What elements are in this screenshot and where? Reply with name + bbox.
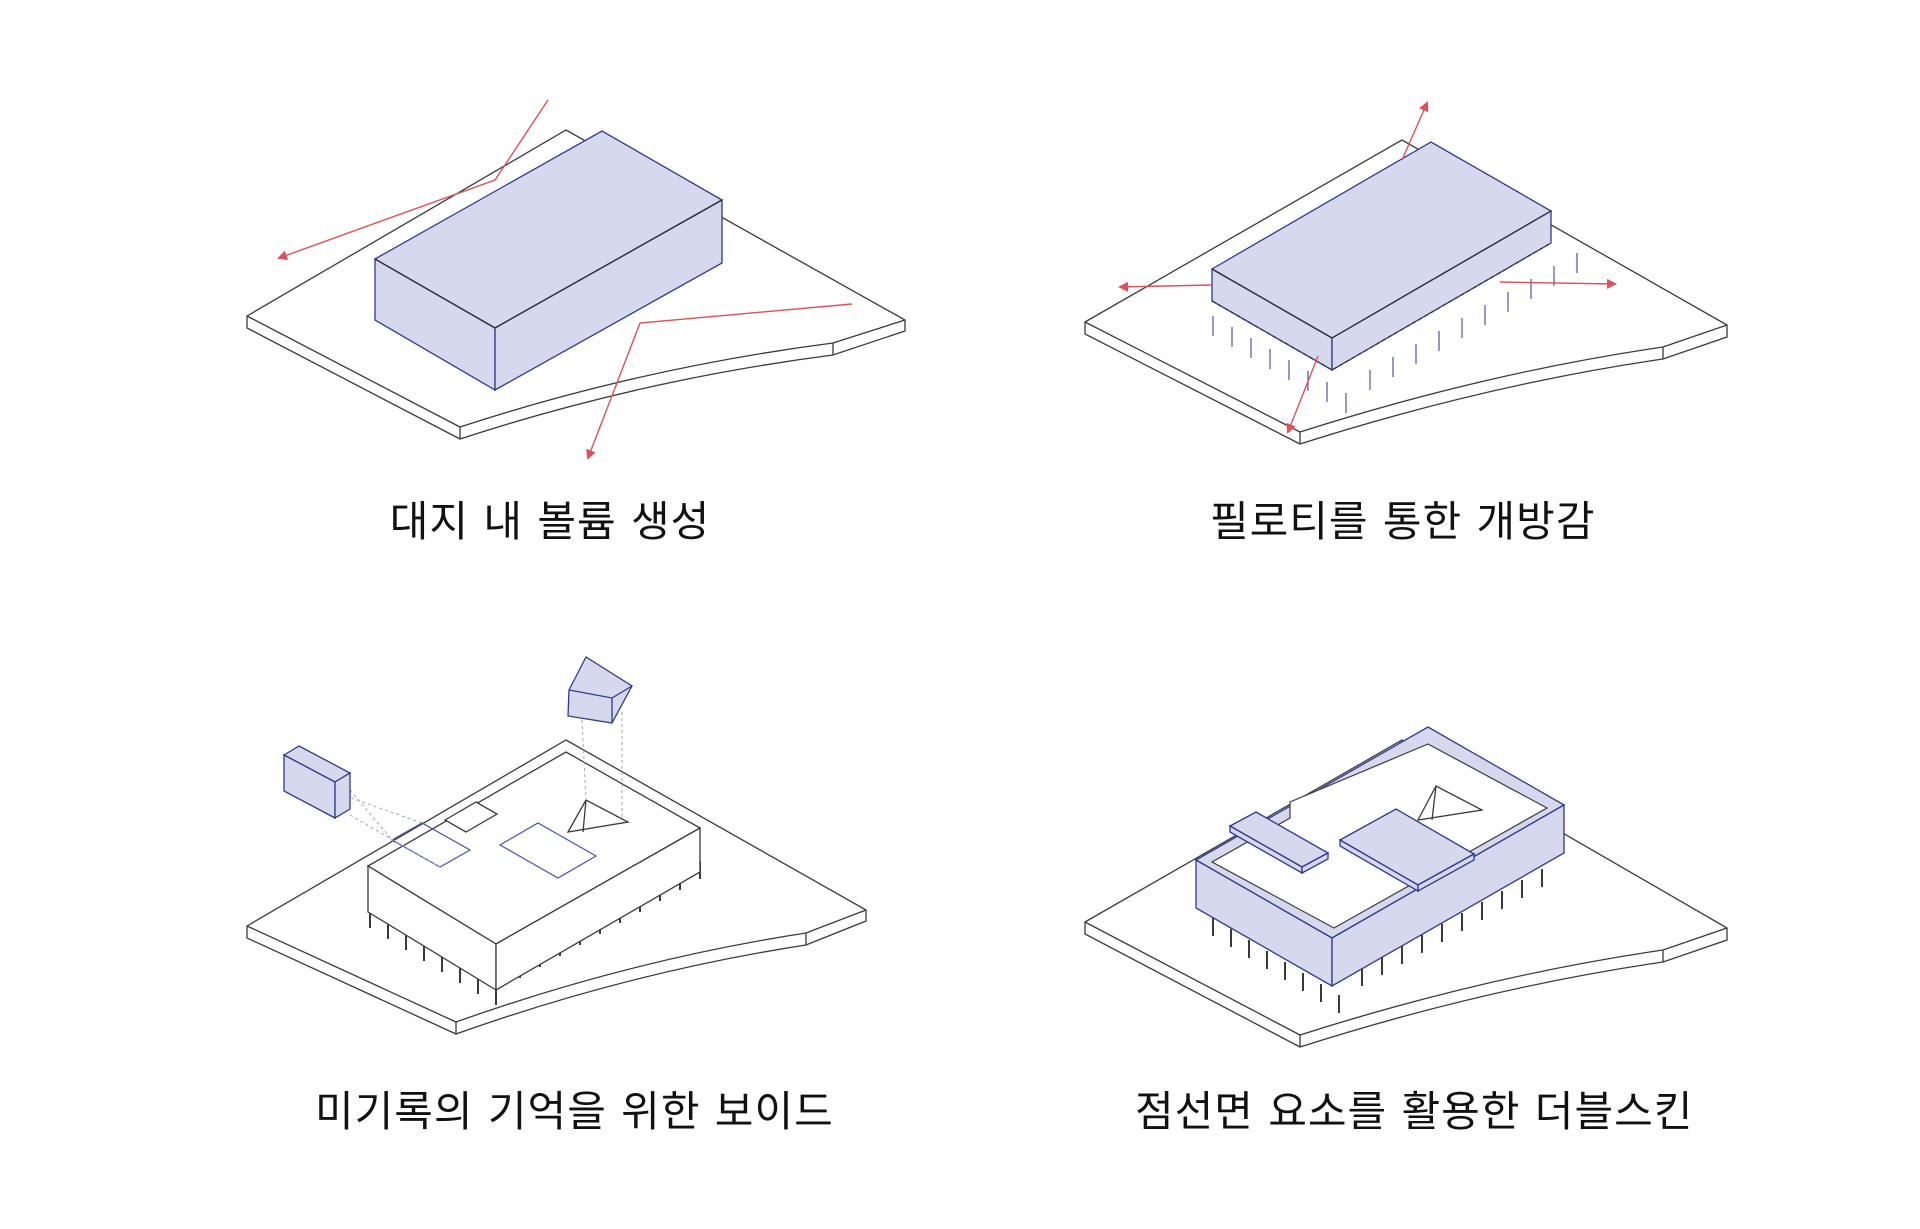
- floating-prism-3: [567, 656, 633, 724]
- open-view-arrows-2: [1118, 101, 1617, 434]
- caption-panel-4: 점선면 요소를 활용한 더블스킨: [1135, 1087, 1694, 1136]
- triangle-void-4: [1416, 785, 1485, 821]
- caption-panel-1: 대지 내 볼륨 생성: [389, 497, 711, 546]
- building-volume-2: [1210, 141, 1553, 372]
- floating-box-3: [282, 745, 352, 820]
- panel-1-volume-on-site: [246, 99, 906, 460]
- site-access-arrows-1: [277, 99, 853, 460]
- caption-panel-2: 필로티를 통한 개방감: [1210, 497, 1596, 546]
- panel-3-void: [246, 656, 867, 1035]
- building-mass-3: [366, 751, 702, 992]
- panel-4-double-skin: [1084, 726, 1728, 1048]
- building-volume-1: [373, 130, 724, 392]
- caption-panel-3: 미기록의 기억을 위한 보이드: [315, 1087, 834, 1136]
- projection-lines-3: [299, 712, 623, 868]
- canopy-plate-right-4: [1338, 808, 1476, 893]
- canopy-plate-left-4: [1228, 811, 1330, 875]
- triangle-void-3: [566, 799, 631, 833]
- pilotis-columns-4: [1212, 869, 1543, 1013]
- panel-2-pilotis: [1084, 101, 1728, 445]
